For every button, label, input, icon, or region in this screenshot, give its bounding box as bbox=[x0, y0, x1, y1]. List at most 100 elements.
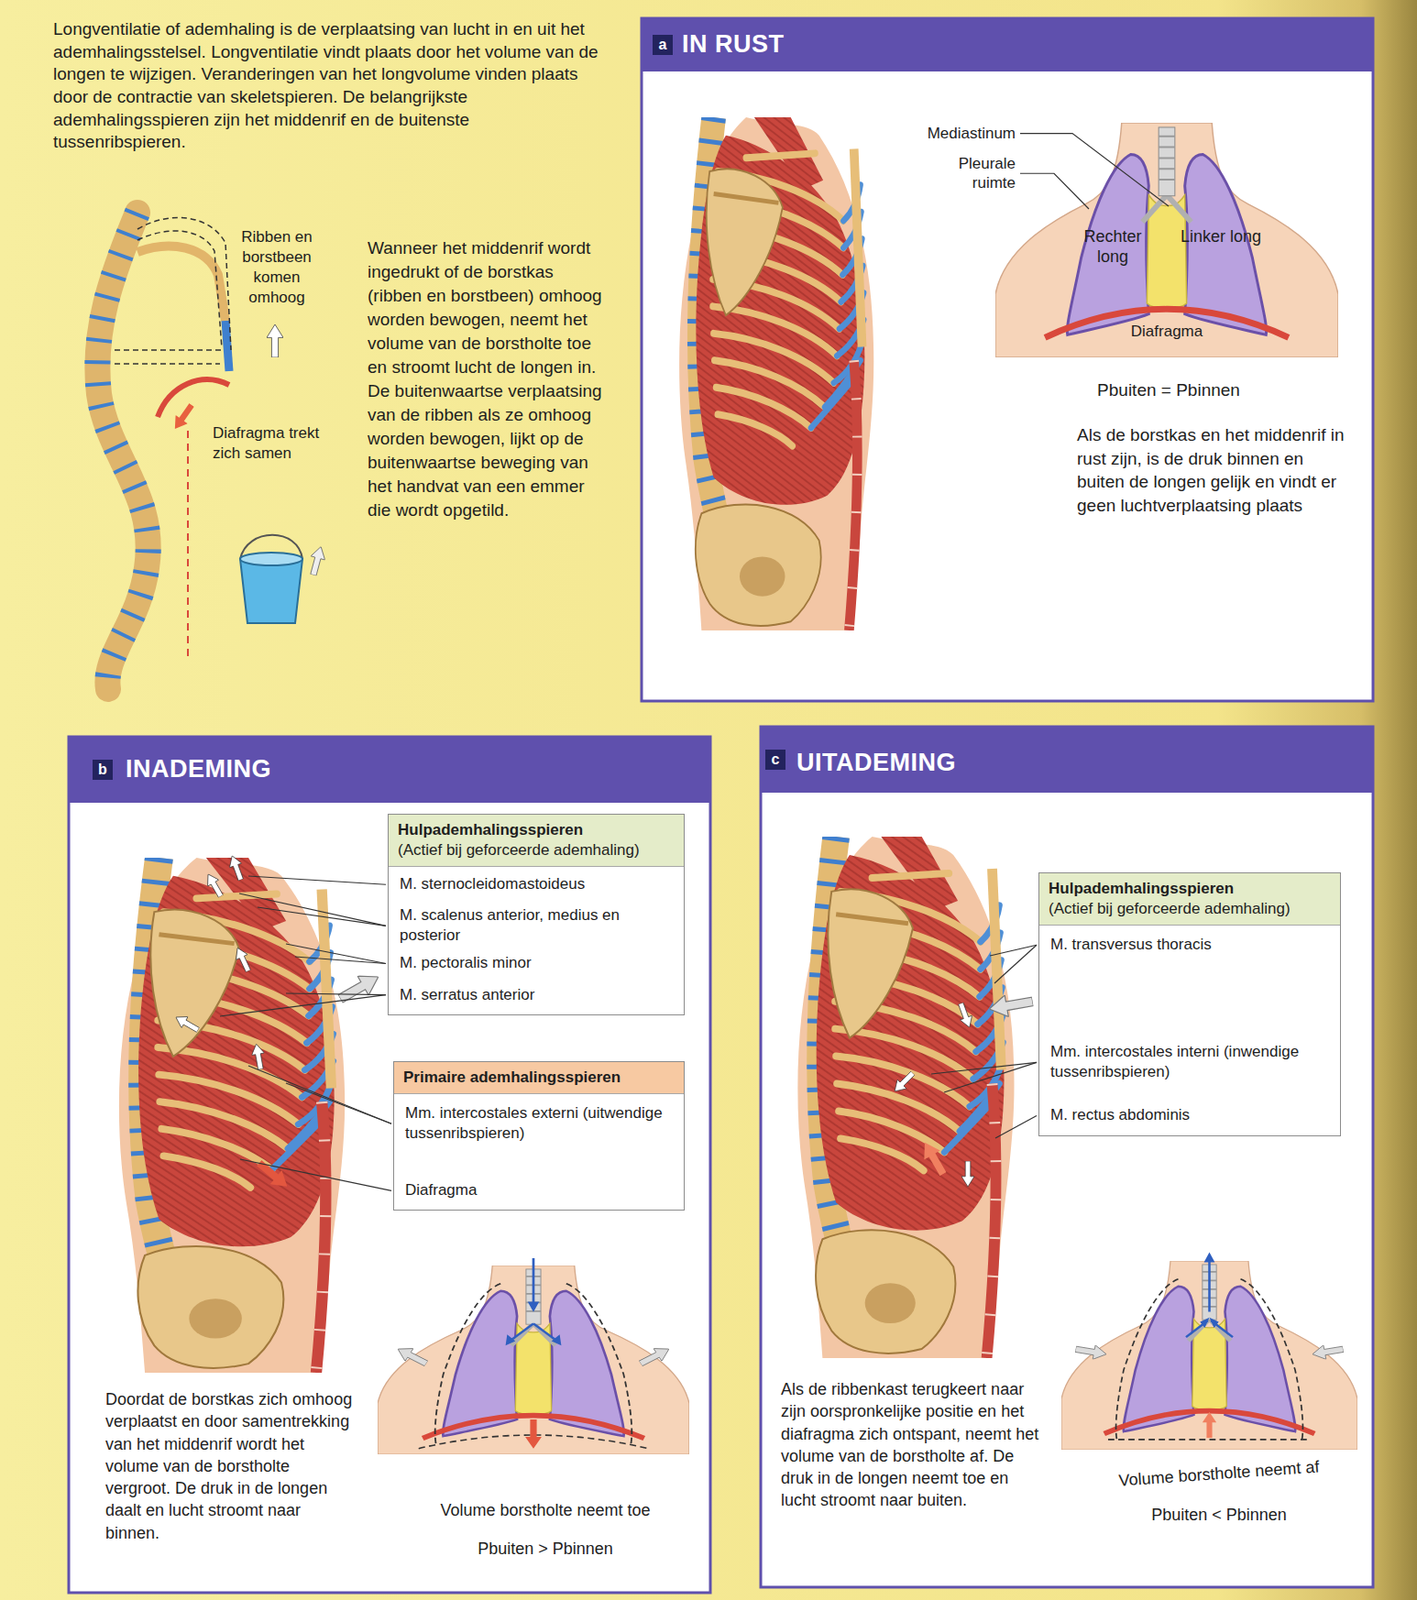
illustration-part bbox=[225, 320, 230, 372]
illustration-part bbox=[186, 430, 189, 660]
illustration-part bbox=[955, 1000, 977, 1030]
box-heading: Hulpademhalingsspieren bbox=[397, 820, 675, 841]
inhale-lung-figure bbox=[377, 1258, 690, 1455]
volume-note: Volume borstholte neemt toe bbox=[394, 1501, 697, 1522]
muscle-name: M. serratus anterior bbox=[399, 985, 675, 1006]
illustration-part bbox=[1186, 1255, 1233, 1339]
part-label: Pleurale ruimte bbox=[934, 153, 1016, 194]
illustration-part bbox=[240, 552, 303, 566]
leader-line bbox=[944, 1062, 1037, 1093]
muscle-list-box: Hulpademhalingsspieren(Actief bij geforc… bbox=[387, 813, 685, 1016]
illustration-part bbox=[641, 18, 1374, 72]
box-subheading: (Actief bij geforceerde ademhaling) bbox=[397, 840, 675, 861]
illustration-part bbox=[202, 870, 227, 900]
torso-illustration bbox=[119, 857, 345, 1374]
leader-line bbox=[239, 893, 386, 926]
muscle-name: Mm. intercostales externi (uitwendige tu… bbox=[405, 1103, 675, 1144]
illustration-part bbox=[97, 212, 148, 690]
illustration-part bbox=[114, 350, 225, 364]
muscle-name: M. transversus thoracis bbox=[1050, 934, 1331, 956]
panel-caption: Als de ribbenkast terugkeert naar zijn o… bbox=[780, 1378, 1045, 1513]
panel-caption: Doordat de borstkas zich omhoog verplaat… bbox=[105, 1388, 355, 1545]
leader-line bbox=[257, 907, 386, 926]
muscle-name: M. rectus abdominis bbox=[1050, 1105, 1331, 1126]
illustration-part bbox=[418, 1284, 649, 1450]
muscle-list-box: Primaire ademhalingsspierenMm. intercost… bbox=[393, 1061, 685, 1211]
illustration-part bbox=[226, 853, 248, 882]
torso-illustration bbox=[679, 117, 874, 631]
illustration-part bbox=[68, 736, 711, 803]
illustration-part bbox=[137, 217, 231, 351]
leader-line bbox=[989, 944, 1037, 956]
illustration-part bbox=[250, 1043, 268, 1071]
illustration-part bbox=[266, 324, 284, 358]
inhale-arrows bbox=[172, 853, 384, 1194]
illustration-part bbox=[1310, 1341, 1344, 1362]
illustration-part bbox=[641, 18, 1374, 702]
box-heading: Primaire ademhalingsspieren bbox=[403, 1067, 675, 1088]
illustration-part bbox=[137, 230, 222, 349]
panel-title: UITADEMING bbox=[796, 748, 956, 778]
illustration-part bbox=[252, 1155, 293, 1194]
illustration-part bbox=[508, 1258, 559, 1342]
illustration-part bbox=[760, 726, 1374, 793]
illustration-part bbox=[525, 1419, 542, 1450]
panel-letter: a bbox=[652, 34, 673, 55]
illustration-part bbox=[505, 1302, 562, 1347]
panel-title: INADEMING bbox=[125, 755, 272, 784]
muscle-name: Diafragma bbox=[405, 1180, 675, 1201]
leader-line bbox=[295, 956, 386, 965]
leader-line bbox=[1020, 173, 1089, 209]
leader-line bbox=[219, 995, 386, 1017]
muscle-name: M. sternocleidomastoideus bbox=[399, 874, 675, 895]
leader-line bbox=[285, 944, 386, 965]
panel-title: IN RUST bbox=[681, 30, 785, 59]
part-label: Mediastinum bbox=[907, 123, 1016, 143]
illustration-part bbox=[916, 1138, 951, 1180]
panel: INADEMING Doordat de borstkas zich omhoog… bbox=[68, 736, 711, 1593]
muscle-list-box: Hulpademhalingsspieren(Actief bij geforc… bbox=[1038, 872, 1341, 1137]
illustration-part bbox=[961, 1161, 975, 1187]
box-body: M. transversus thoracisMm. intercostales… bbox=[1039, 925, 1341, 1135]
box-subheading: (Actief bij geforceerde ademhaling) bbox=[1048, 899, 1331, 920]
pressure-formula: Pbuiten > Pbinnen bbox=[394, 1539, 697, 1560]
part-label: Linker long bbox=[1179, 227, 1263, 248]
illustration-part bbox=[97, 212, 148, 690]
illustration-part bbox=[137, 246, 226, 321]
panel-letter: c bbox=[765, 749, 786, 770]
leader-line bbox=[931, 1062, 1037, 1075]
illustration-part bbox=[68, 736, 711, 1593]
leader-line bbox=[1020, 133, 1169, 207]
illustration-part bbox=[157, 379, 230, 418]
pressure-formula: Pbuiten = Pbinnen bbox=[1076, 380, 1261, 402]
panel-b-frame bbox=[68, 736, 711, 1593]
illustration-part bbox=[240, 559, 303, 624]
box-header: Primaire ademhalingsspieren bbox=[394, 1062, 684, 1095]
illustration-part bbox=[172, 1011, 201, 1036]
pressure-formula: Pbuiten < Pbinnen bbox=[1095, 1505, 1343, 1527]
box-body: M. sternocleidomastoideusM. scalenus ant… bbox=[388, 867, 684, 1014]
illustration-part bbox=[306, 544, 329, 577]
box-heading: Hulpademhalingsspieren bbox=[1048, 878, 1331, 900]
panel-caption: Als de borstkas en het middenrif in rust… bbox=[1076, 423, 1352, 518]
intro-text: Longventilatie of ademhaling is de verpl… bbox=[53, 18, 600, 154]
illustration-part bbox=[1199, 1252, 1219, 1328]
part-label: Rechter long bbox=[1071, 227, 1154, 267]
leader-line bbox=[285, 1083, 392, 1124]
figure-label: Ribben en borstbeen komen omhoog bbox=[234, 227, 319, 308]
leader-line bbox=[994, 944, 1037, 984]
illustration-part bbox=[334, 967, 385, 1010]
muscle-name: M. pectoralis minor bbox=[399, 953, 675, 974]
illustration-part bbox=[760, 726, 1374, 1588]
figure-label: Diafragma trekt zich samen bbox=[212, 423, 334, 464]
illustration-part bbox=[231, 944, 255, 974]
panel-c-frame bbox=[760, 726, 1374, 1588]
illustration-part bbox=[168, 400, 198, 433]
exhale-arrows bbox=[889, 990, 1035, 1187]
illustration-part bbox=[889, 1068, 918, 1097]
muscle-name: Mm. intercostales interni (inwendige tus… bbox=[1050, 1042, 1331, 1083]
panel-letter: b bbox=[92, 759, 113, 780]
leader-line bbox=[285, 993, 386, 996]
